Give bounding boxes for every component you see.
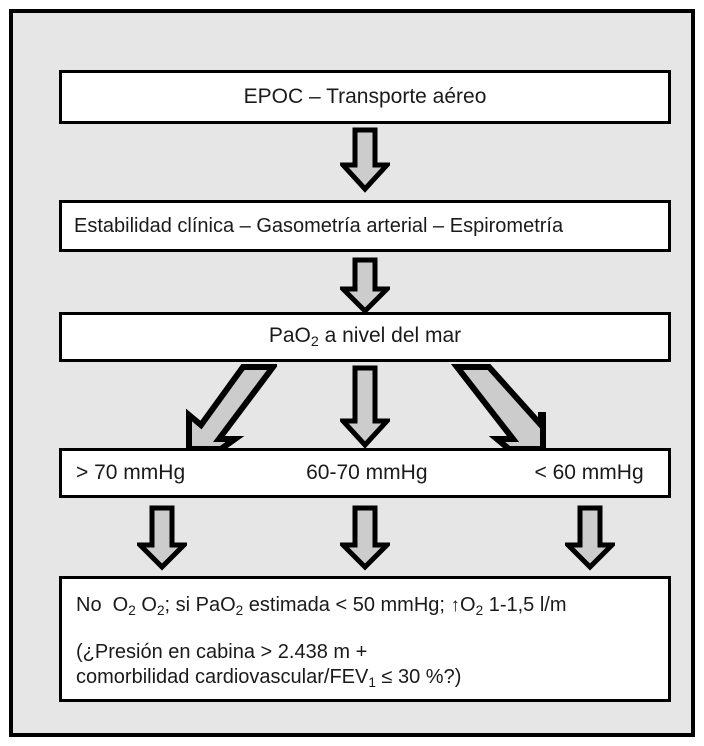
- fev1-subscript: 1: [368, 674, 376, 690]
- pao2-suffix: a nivel del mar: [318, 323, 462, 347]
- advice-line-2: (¿Presión en cabina > 2.438 m +: [76, 640, 368, 663]
- advice-line-3: comorbilidad cardiovascular/FEV1 ≤ 30 %?…: [76, 665, 668, 692]
- node-pao2-nivel-del-mar: PaO2 a nivel del mar: [59, 312, 671, 362]
- down-arrow-range1-to-advice: [137, 505, 187, 571]
- range-60-70: 60-70 mmHg: [306, 460, 428, 484]
- arrow-up-icon: ↑: [450, 595, 461, 616]
- node-title-label: EPOC – Transporte aéreo: [243, 84, 487, 108]
- node-pao2-ranges: > 70 mmHg 60-70 mmHg < 60 mmHg: [59, 448, 671, 498]
- node-oxygen-advice: No O2 O2; si PaO2 estimada < 50 mmHg; ↑O…: [59, 576, 671, 702]
- down-left-arrow-pao2-to-range1: [181, 363, 277, 453]
- down-arrow-stability-to-pao2: [340, 257, 390, 315]
- advice-line-1: No O2 O2; si PaO2 estimada < 50 mmHg; ↑O…: [76, 593, 668, 620]
- advice-sub-1: 2: [128, 602, 136, 618]
- pao2-prefix: PaO: [268, 323, 311, 347]
- advice-fev1-threshold: ≤ 30 %?): [375, 665, 462, 688]
- advice-o2-3: O: [460, 594, 476, 616]
- advice-comorbilidad: comorbilidad cardiovascular/FEV: [76, 665, 369, 688]
- advice-sub-4: 2: [475, 602, 484, 618]
- node-stability-label: Estabilidad clínica – Gasometría arteria…: [74, 214, 564, 237]
- advice-sub-2: 2: [156, 602, 165, 618]
- advice-no-o2: No O: [76, 594, 129, 616]
- range-below-60: < 60 mmHg: [534, 460, 644, 484]
- advice-o2-2: O: [135, 594, 157, 616]
- advice-si-pao2: ; si PaO: [164, 594, 236, 616]
- down-arrow-range3-to-advice: [565, 505, 615, 571]
- node-epoc-transporte-aereo: EPOC – Transporte aéreo: [59, 70, 671, 124]
- advice-estimada: estimada < 50 mmHg;: [243, 594, 451, 616]
- node-estabilidad-clinica: Estabilidad clínica – Gasometría arteria…: [59, 200, 671, 252]
- down-arrow-title-to-stability: [340, 127, 390, 193]
- range-above-70: > 70 mmHg: [76, 460, 186, 484]
- advice-flow-rate: 1-1,5 l/m: [483, 594, 567, 616]
- figure-frame: EPOC – Transporte aéreo Estabilidad clín…: [9, 9, 695, 737]
- down-arrow-range2-to-advice: [340, 505, 390, 571]
- down-arrow-pao2-to-range2: [340, 365, 390, 449]
- down-right-arrow-pao2-to-range3: [451, 363, 553, 453]
- node-pao2-label: PaO2 a nivel del mar: [269, 323, 461, 352]
- pao2-subscript: 2: [310, 333, 319, 350]
- advice-sub-3: 2: [235, 602, 244, 618]
